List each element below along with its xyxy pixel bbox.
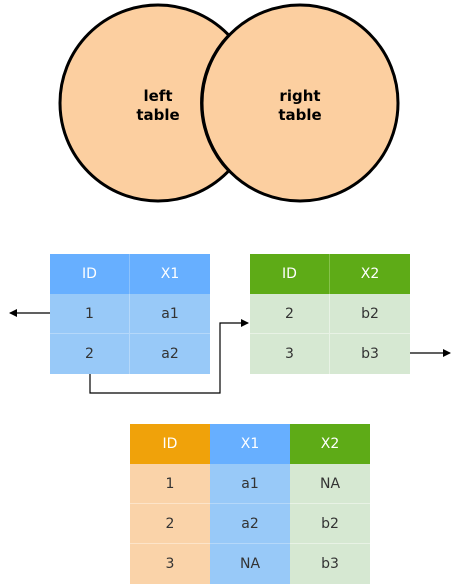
result-cell-id: 3 <box>130 544 210 584</box>
right-header-x2: X2 <box>330 254 410 294</box>
result-cell-x1: NA <box>210 544 290 584</box>
result-header-id: ID <box>130 424 210 464</box>
left-label-line2: table <box>136 106 179 124</box>
right-label-line1: right <box>279 87 320 105</box>
right-label-line2: table <box>278 106 321 124</box>
left-cell: 2 <box>50 334 130 374</box>
venn-diagram: left table right table <box>58 3 400 203</box>
left-header-id: ID <box>50 254 130 294</box>
right-table: ID X2 2 b2 3 b3 <box>250 254 410 374</box>
left-circle-outline-overlap <box>200 33 231 173</box>
result-cell-x2: b3 <box>290 544 370 584</box>
result-header-x2: X2 <box>290 424 370 464</box>
connector-arrow <box>89 319 249 394</box>
result-cell-id: 2 <box>130 504 210 544</box>
right-cell: b2 <box>330 294 410 334</box>
result-cell-id: 1 <box>130 464 210 504</box>
result-cell-x2: NA <box>290 464 370 504</box>
left-label-line1: left <box>143 87 172 105</box>
left-cell: a2 <box>130 334 210 374</box>
right-cell: 3 <box>250 334 330 374</box>
result-cell-x2: b2 <box>290 504 370 544</box>
right-cell: b3 <box>330 334 410 374</box>
left-header-x1: X1 <box>130 254 210 294</box>
right-header-id: ID <box>250 254 330 294</box>
result-header-x1: X1 <box>210 424 290 464</box>
left-table: ID X1 1 a1 2 a2 <box>50 254 210 374</box>
result-cell-x1: a2 <box>210 504 290 544</box>
result-cell-x1: a1 <box>210 464 290 504</box>
left-cell: 1 <box>50 294 130 334</box>
result-table: ID X1 X2 1 a1 NA 2 a2 b2 3 NA b3 <box>130 424 370 584</box>
right-cell: 2 <box>250 294 330 334</box>
left-cell: a1 <box>130 294 210 334</box>
